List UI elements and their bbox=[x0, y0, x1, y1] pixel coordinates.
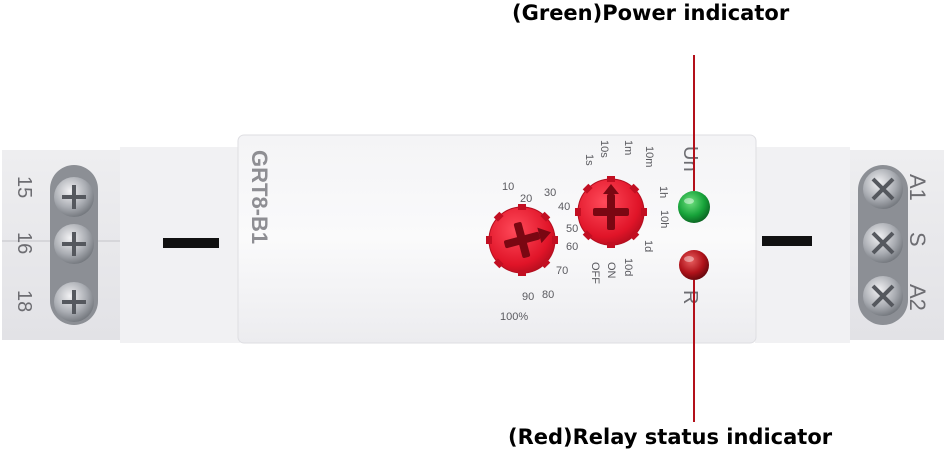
screw-icon bbox=[863, 169, 903, 209]
relay-indicator-callout: (Red)Relay status indicator bbox=[508, 425, 833, 449]
terminal-label: A2 bbox=[905, 284, 930, 311]
dial-label: 1s bbox=[583, 154, 595, 166]
screw-icon bbox=[54, 282, 94, 322]
relay-led bbox=[679, 250, 709, 280]
dial-label: 10h bbox=[658, 210, 670, 228]
right-screws bbox=[863, 169, 903, 316]
dial-label: 20 bbox=[520, 193, 532, 205]
dial-label: 10s bbox=[598, 140, 610, 158]
dial-label: 70 bbox=[556, 265, 568, 277]
dial-label: 10 bbox=[502, 181, 514, 193]
dial-label: 100% bbox=[500, 311, 528, 323]
dial-label: 90 bbox=[522, 291, 534, 303]
percent-adjust-knob[interactable] bbox=[486, 204, 558, 276]
cross-slot-icon bbox=[504, 222, 551, 258]
percent-dial-scale: 10 20 30 40 50 60 70 80 90 100% bbox=[500, 181, 578, 323]
right-din-slot bbox=[762, 236, 812, 246]
dial-label: 30 bbox=[544, 187, 556, 199]
screw-icon bbox=[863, 223, 903, 263]
dial-label: 40 bbox=[558, 201, 570, 213]
terminal-label: 18 bbox=[13, 290, 35, 312]
terminal-label: 15 bbox=[13, 176, 35, 198]
terminal-label: A1 bbox=[905, 174, 930, 201]
dial-label: ON bbox=[605, 262, 617, 279]
dial-label: OFF bbox=[589, 262, 601, 284]
time-range-scale: 1s 10s 1m 10m 1h 10h 1d 10d ON OFF bbox=[583, 140, 670, 284]
dial-label: 10m bbox=[643, 146, 655, 167]
dial-label: 60 bbox=[566, 241, 578, 253]
left-screws bbox=[54, 177, 94, 322]
dial-label: 1m bbox=[622, 140, 634, 155]
power-led bbox=[678, 191, 710, 223]
dial-label: 80 bbox=[542, 289, 554, 301]
dial-label: 10d bbox=[622, 258, 634, 276]
time-range-knob[interactable] bbox=[575, 176, 647, 248]
dial-label: 1d bbox=[642, 240, 654, 252]
screw-icon bbox=[54, 177, 94, 217]
power-indicator-label: Un bbox=[679, 146, 701, 172]
dial-label: 1h bbox=[657, 186, 669, 198]
model-label: GRT8-B1 bbox=[247, 150, 272, 244]
terminal-label: 16 bbox=[13, 232, 35, 254]
dial-label: 50 bbox=[566, 223, 578, 235]
right-terminal-labels: A1 S A2 bbox=[905, 174, 930, 311]
screw-icon bbox=[863, 276, 903, 316]
cross-slot-icon bbox=[593, 184, 629, 230]
terminal-label: S bbox=[905, 232, 930, 247]
left-terminal-labels: 15 16 18 bbox=[13, 176, 35, 312]
power-indicator-callout: (Green)Power indicator bbox=[512, 1, 790, 25]
relay-indicator-label: R bbox=[679, 290, 701, 304]
screw-icon bbox=[54, 224, 94, 264]
left-din-slot bbox=[163, 238, 219, 248]
left-terminal-block bbox=[2, 147, 240, 343]
